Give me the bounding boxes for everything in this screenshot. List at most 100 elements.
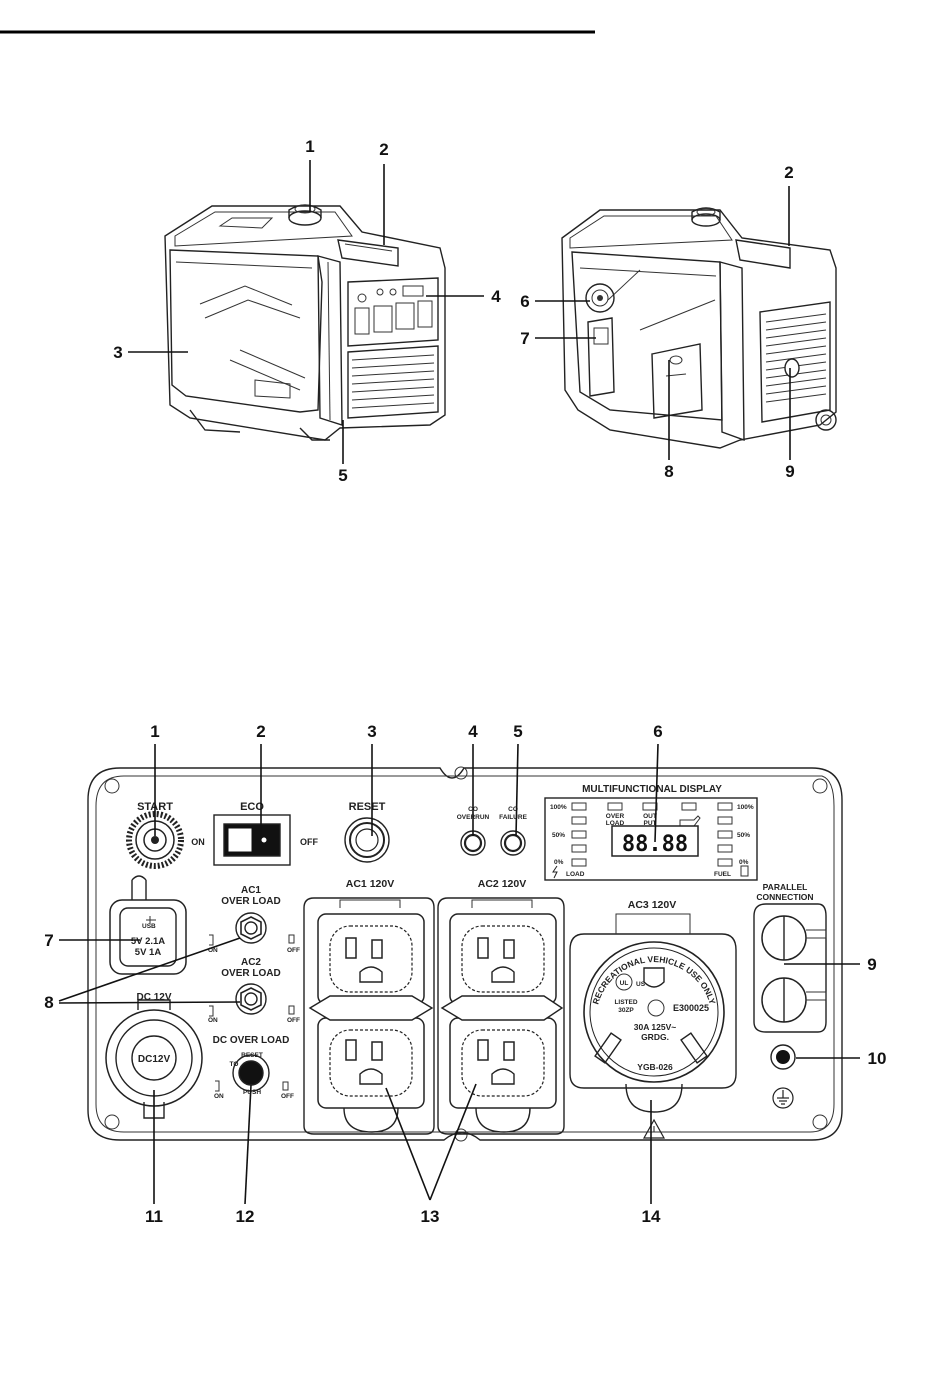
maintenance-cover <box>651 343 703 419</box>
panel-callout-12: 12 <box>236 1207 255 1226</box>
control-panel: START ECO ON OFF RESET CO OVERRUN <box>87 766 843 1142</box>
model-label: YGB-026 <box>637 1062 673 1072</box>
usb-rating-2: 5V 1A <box>135 947 162 958</box>
panel-callout-7: 7 <box>44 931 53 950</box>
eco-switch[interactable] <box>213 814 291 866</box>
choke-knob <box>585 283 615 313</box>
fuel-pct-0: 0% <box>739 859 749 866</box>
over-load-label-1: OVER <box>606 813 625 820</box>
off-symbol-icon <box>288 934 295 944</box>
dc-socket-label: DC12V <box>138 1054 171 1065</box>
load-pct-0: 0% <box>554 859 564 866</box>
ac1-label: AC1 120V <box>346 878 394 890</box>
fuel-cap-rear <box>691 207 721 227</box>
dc-ring-to: TO <box>230 1061 239 1068</box>
warning-icon <box>642 1118 666 1139</box>
ac1-top-receptacle[interactable] <box>329 925 413 993</box>
wheel <box>815 409 837 431</box>
ac1-duplex-outlet[interactable] <box>303 897 435 1135</box>
carry-handle-rear <box>735 239 791 269</box>
output-label-2: PUT <box>644 820 657 827</box>
panel-callout-4: 4 <box>468 722 478 741</box>
ground-terminal[interactable] <box>770 1044 796 1070</box>
ac1-on-label: ON <box>208 947 218 954</box>
on-symbol-icon <box>215 1080 220 1092</box>
usb-port[interactable] <box>109 875 187 975</box>
rating-1: 30A 125V~ <box>634 1022 676 1032</box>
eco-off-label: OFF <box>300 837 318 847</box>
fuel-pct-100: 100% <box>737 804 754 811</box>
parallel-connection-ports[interactable] <box>753 903 827 1033</box>
ac1-overload-breaker[interactable] <box>235 912 267 944</box>
ac1-overload-label-2: OVER LOAD <box>221 896 280 907</box>
panel-callout-10: 10 <box>868 1049 887 1068</box>
screw-icon <box>454 766 468 780</box>
panel-callout-2: 2 <box>256 722 265 741</box>
front-callout-1: 1 <box>305 137 314 156</box>
panel-callout-9: 9 <box>867 955 876 974</box>
rear-callout-8: 8 <box>664 462 673 481</box>
screw-icon <box>812 778 828 794</box>
display-title: MULTIFUNCTIONAL DISPLAY <box>582 784 722 795</box>
generator-rear-view <box>561 207 837 449</box>
dc-overload-breaker[interactable] <box>232 1054 270 1092</box>
fuel-label: FUEL <box>714 871 731 878</box>
off-symbol-icon <box>288 1005 295 1015</box>
screw-icon <box>104 1114 120 1130</box>
on-symbol-icon <box>209 1005 214 1017</box>
co-failure-label-2: FAILURE <box>499 814 527 821</box>
screw-icon <box>104 778 120 794</box>
control-panel-front <box>347 277 439 347</box>
vent-grille-front <box>347 345 439 419</box>
ac1-off-label: OFF <box>287 947 300 954</box>
oil-icon <box>679 815 701 827</box>
ac2-off-label: OFF <box>287 1017 300 1024</box>
rear-callout-9: 9 <box>785 462 794 481</box>
rear-callout-7: 7 <box>520 329 529 348</box>
ul-mark: UL <box>620 980 629 987</box>
panel-callouts: 1 2 3 4 5 6 7 8 9 10 11 12 13 14 <box>44 722 886 1226</box>
reset-button[interactable] <box>344 817 390 863</box>
side-cover-rear <box>571 251 723 421</box>
output-label-1: OUT <box>643 813 657 820</box>
ac2-overload-breaker[interactable] <box>235 983 267 1015</box>
front-callout-3: 3 <box>113 343 122 362</box>
dc-label: DC 12V <box>136 992 171 1003</box>
load-pct-100: 100% <box>550 804 567 811</box>
load-pct-50: 50% <box>552 832 565 839</box>
ground-icon <box>772 1087 794 1109</box>
dc-off-label: OFF <box>281 1093 294 1100</box>
ac1-overload-label-1: AC1 <box>241 885 261 896</box>
panel-callout-14: 14 <box>642 1207 661 1226</box>
off-symbol-icon <box>282 1081 289 1091</box>
co-failure-label-1: CO <box>508 806 518 813</box>
muffler-grille <box>759 301 831 423</box>
ac2-bottom-receptacle[interactable] <box>461 1029 545 1097</box>
reset-label: RESET <box>349 801 386 813</box>
panel-callout-8: 8 <box>44 993 53 1012</box>
dc-ring-reset: RESET <box>241 1052 263 1059</box>
front-callout-2: 2 <box>379 140 388 159</box>
lightning-icon <box>552 865 558 879</box>
ac2-label: AC2 120V <box>478 878 526 890</box>
side-cover-front <box>169 249 323 413</box>
eco-on-label: ON <box>191 837 205 847</box>
ac3-rv-outlet[interactable] <box>569 913 737 1113</box>
panel-callout-13: 13 <box>421 1207 440 1226</box>
over-load-label-2: LOAD <box>606 820 625 827</box>
front-callout-5: 5 <box>338 466 347 485</box>
generator-front-view <box>164 204 446 441</box>
ac1-bottom-receptacle[interactable] <box>329 1029 413 1097</box>
ac2-top-receptacle[interactable] <box>461 925 545 993</box>
recoil-handle <box>587 317 615 397</box>
ac2-duplex-outlet[interactable] <box>437 897 565 1135</box>
faceplate-outline <box>87 767 843 1141</box>
front-callout-4: 4 <box>491 287 501 306</box>
ac2-on-label: ON <box>208 1017 218 1024</box>
screw-icon <box>812 1114 828 1130</box>
eco-label: ECO <box>240 801 264 813</box>
panel-callout-3: 3 <box>367 722 376 741</box>
on-symbol-icon <box>209 934 214 946</box>
panel-callout-11: 11 <box>145 1207 163 1226</box>
